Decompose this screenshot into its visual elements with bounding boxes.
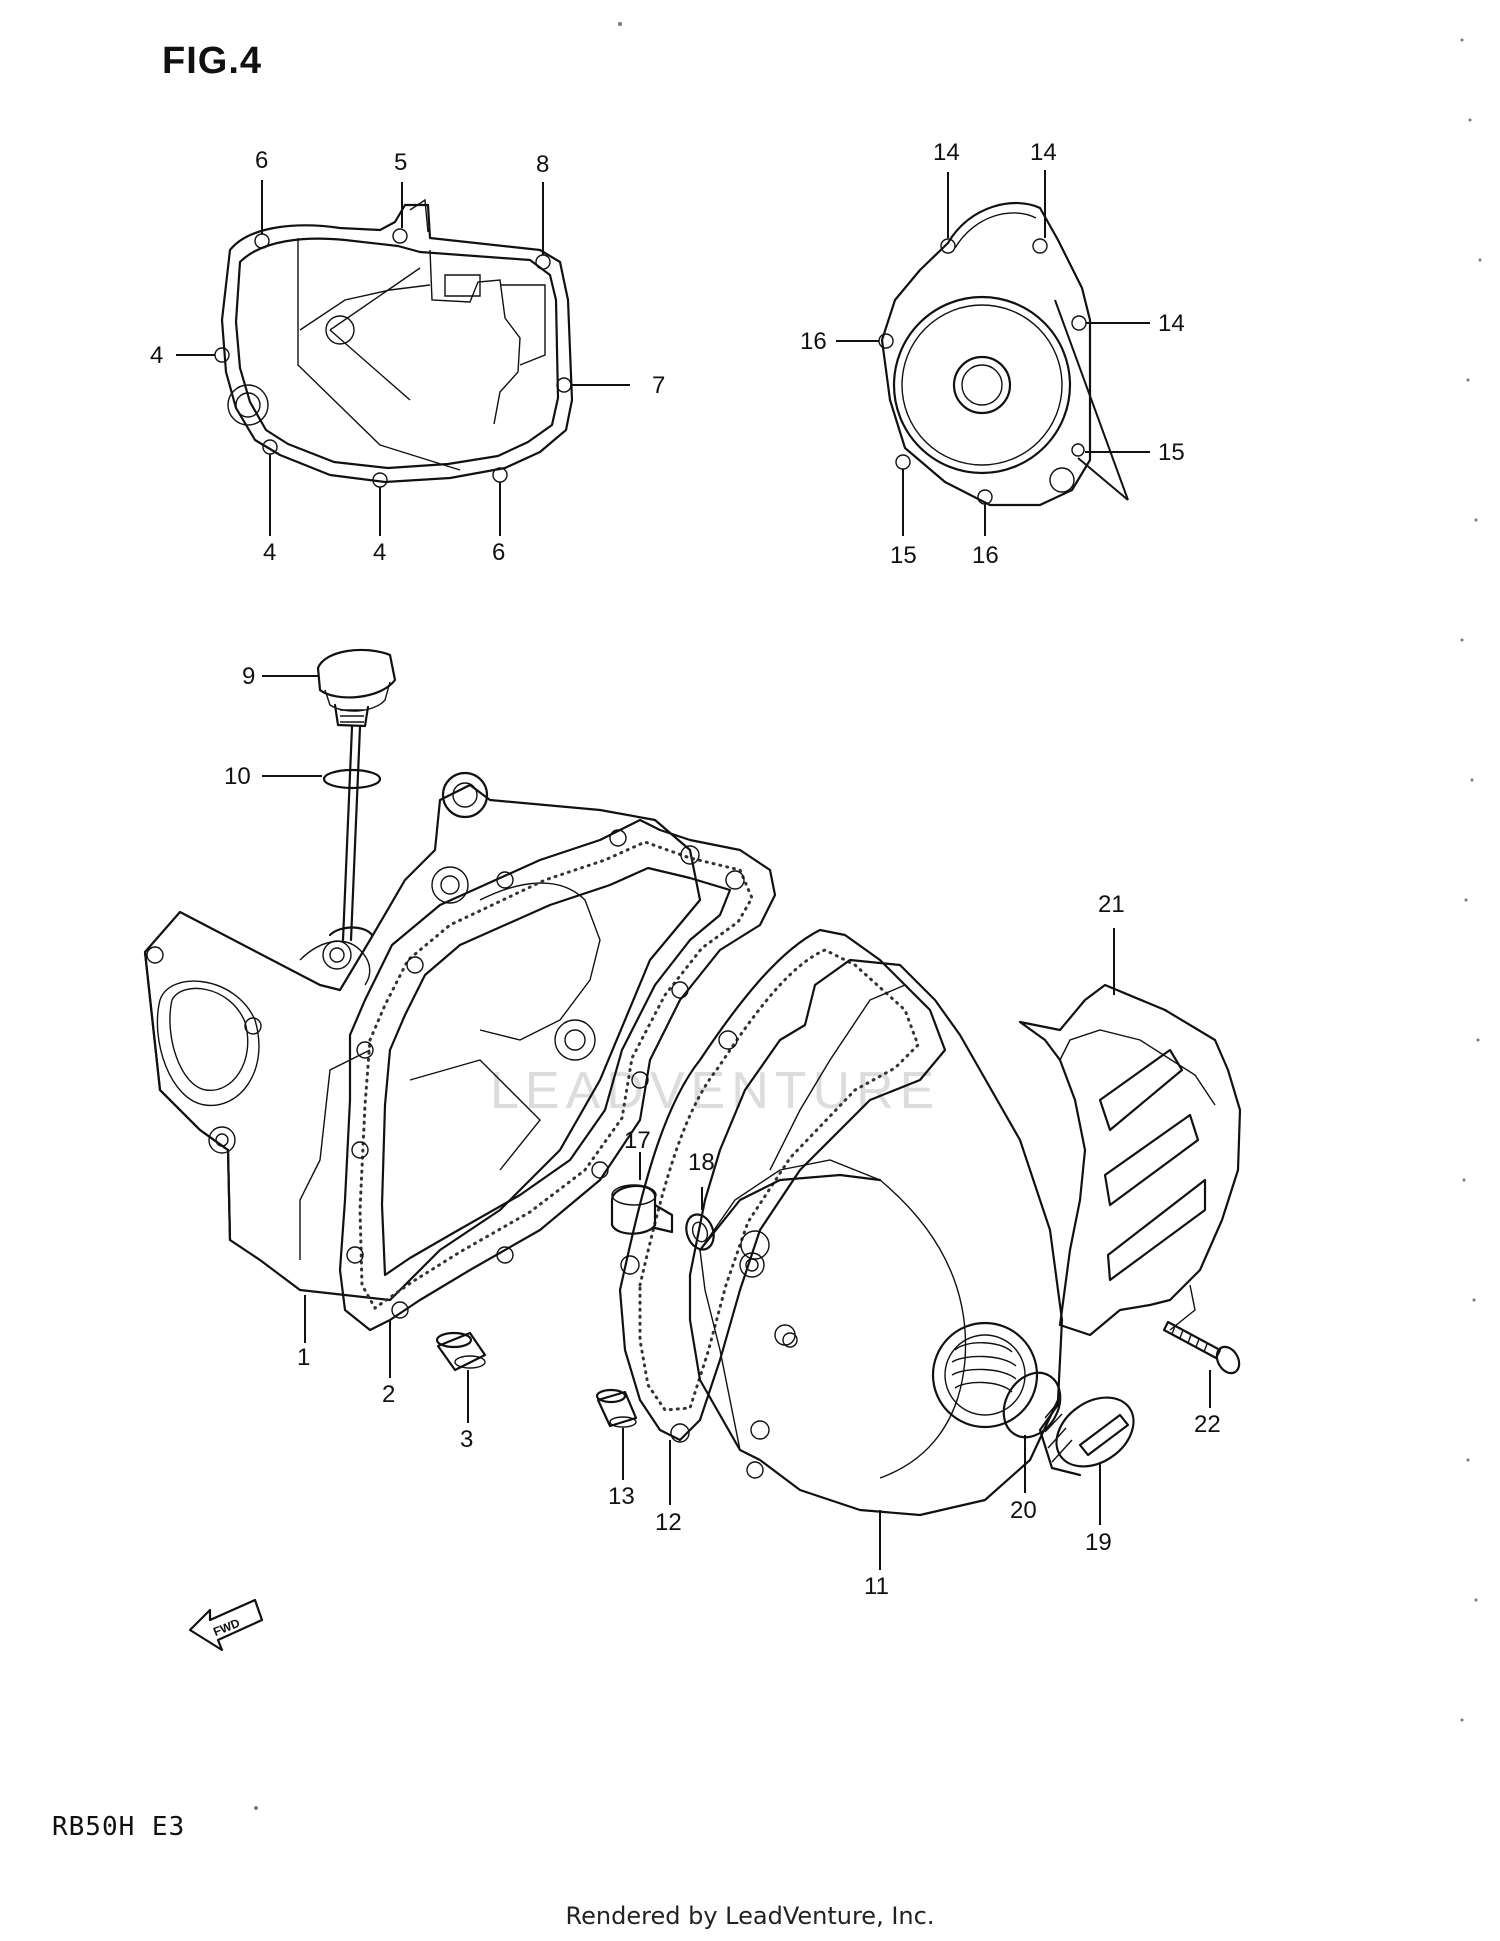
callout-14-side: 14 (1158, 310, 1185, 337)
callout-6-bottom: 6 (492, 539, 505, 566)
callout-6-top: 6 (255, 147, 268, 174)
callout-8: 8 (536, 151, 549, 178)
callout-22: 22 (1194, 1411, 1221, 1438)
callout-14-right: 14 (1030, 139, 1057, 166)
figure-title: FIG.4 (162, 40, 263, 82)
callout-7: 7 (652, 372, 665, 399)
callout-10: 10 (224, 763, 251, 790)
screw-part-22 (1162, 1320, 1241, 1375)
callout-21: 21 (1098, 891, 1125, 918)
callout-4-bottom-left: 4 (263, 539, 276, 566)
cover-gasket-part-12 (618, 928, 947, 1443)
magneto-cover-part-11 (688, 958, 1064, 1517)
callout-4-left: 4 (150, 342, 163, 369)
callout-16-bottom: 16 (972, 542, 999, 569)
callout-2: 2 (382, 1381, 395, 1408)
main-leader-lines (262, 675, 1211, 1570)
callout-20: 20 (1010, 1497, 1037, 1524)
crankcase-part-1 (143, 771, 702, 1302)
model-code: RB50H E3 (52, 1812, 186, 1842)
cover-detail-drawing (878, 201, 1092, 507)
gasket-detail-drawing (214, 198, 574, 488)
washer-part-18 (685, 1213, 715, 1251)
gasket-part-2 (338, 818, 777, 1332)
callout-16-left: 16 (800, 328, 827, 355)
gasket-detail-leader-lines (176, 180, 630, 536)
oil-gauge-part-9 (316, 648, 397, 942)
plug-part-17 (610, 1184, 674, 1235)
cover-detail-leader-lines (836, 170, 1150, 536)
dowel-pin-part-13 (595, 1388, 638, 1428)
callout-13: 13 (608, 1483, 635, 1510)
callout-4-bottom-mid: 4 (373, 539, 386, 566)
dowel-pin-part-3 (435, 1331, 487, 1372)
fwd-arrow-icon: FWD (188, 1598, 264, 1652)
scan-noise (254, 22, 1482, 1810)
callout-14-left: 14 (933, 139, 960, 166)
callout-1: 1 (297, 1344, 310, 1371)
oring-part-10 (322, 768, 382, 790)
callout-3: 3 (460, 1426, 473, 1453)
callout-19: 19 (1085, 1529, 1112, 1556)
callout-5: 5 (394, 149, 407, 176)
callout-12: 12 (655, 1509, 682, 1536)
callout-15-bottom: 15 (890, 542, 917, 569)
oring-part-20 (1002, 1371, 1062, 1439)
callout-9: 9 (242, 663, 255, 690)
footer-credit: Rendered by LeadVenture, Inc. (565, 1902, 935, 1930)
cap-part-19 (1038, 1396, 1135, 1477)
sprocket-cover-part-21 (1018, 983, 1242, 1337)
callout-17: 17 (624, 1127, 651, 1154)
callout-15-right: 15 (1158, 439, 1185, 466)
callout-18: 18 (688, 1149, 715, 1176)
callout-11: 11 (864, 1573, 889, 1600)
watermark: LEADVENTURE (490, 1062, 940, 1120)
